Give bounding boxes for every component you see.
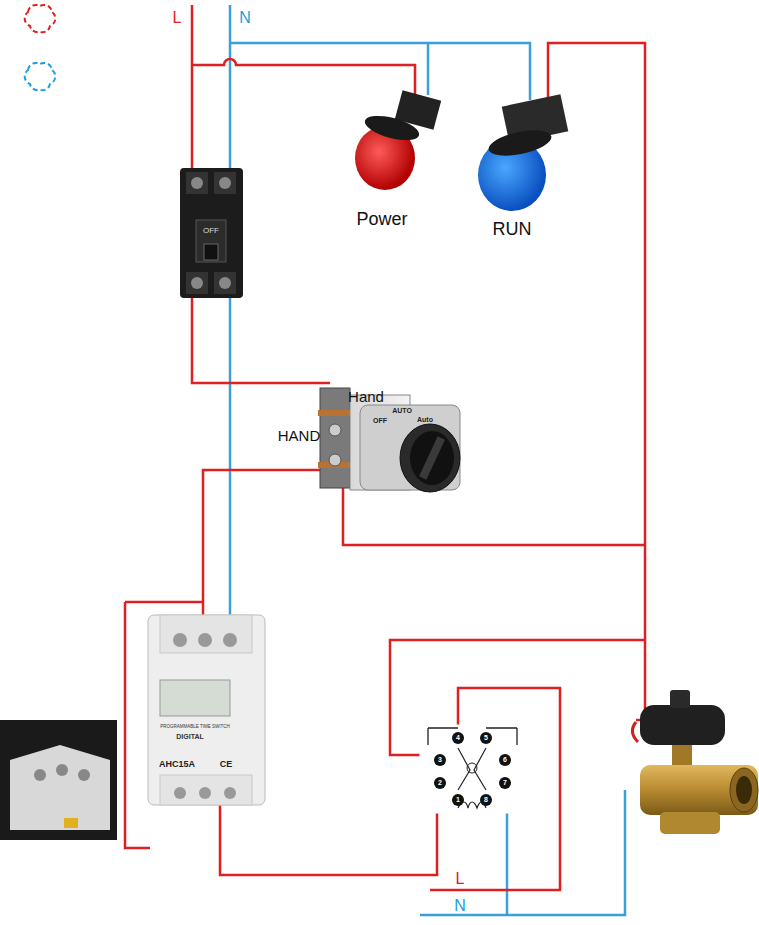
wire-label: N — [454, 897, 466, 915]
pin-number: 7 — [503, 779, 507, 787]
lamp-label: RUN — [493, 220, 532, 240]
pin-number: 4 — [456, 734, 460, 742]
switch-mark: OFF — [373, 417, 387, 425]
device-text: DIGITAL — [176, 733, 203, 741]
lamp-label: Power — [356, 210, 407, 230]
switch-mark: AUTO — [392, 407, 412, 415]
device-text: PROGRAMMABLE TIME SWITCH — [160, 725, 229, 730]
wire-label: L — [456, 870, 465, 888]
pin-number: 1 — [456, 796, 460, 804]
switch-mark: Auto — [417, 416, 433, 424]
switch-position: HAND — [278, 428, 321, 445]
pin-number: 5 — [484, 734, 488, 742]
wire-label: N — [239, 9, 251, 27]
breaker-mark: OFF — [203, 227, 219, 236]
pin-number: 2 — [438, 779, 442, 787]
wire-label: L — [173, 9, 182, 27]
pin-number: 3 — [438, 756, 442, 764]
pin-number: 8 — [484, 796, 488, 804]
device-text: CE — [220, 760, 233, 770]
switch-position: Hand — [348, 389, 384, 406]
device-text: AHC15A — [159, 760, 195, 770]
pin-number: 6 — [503, 756, 507, 764]
